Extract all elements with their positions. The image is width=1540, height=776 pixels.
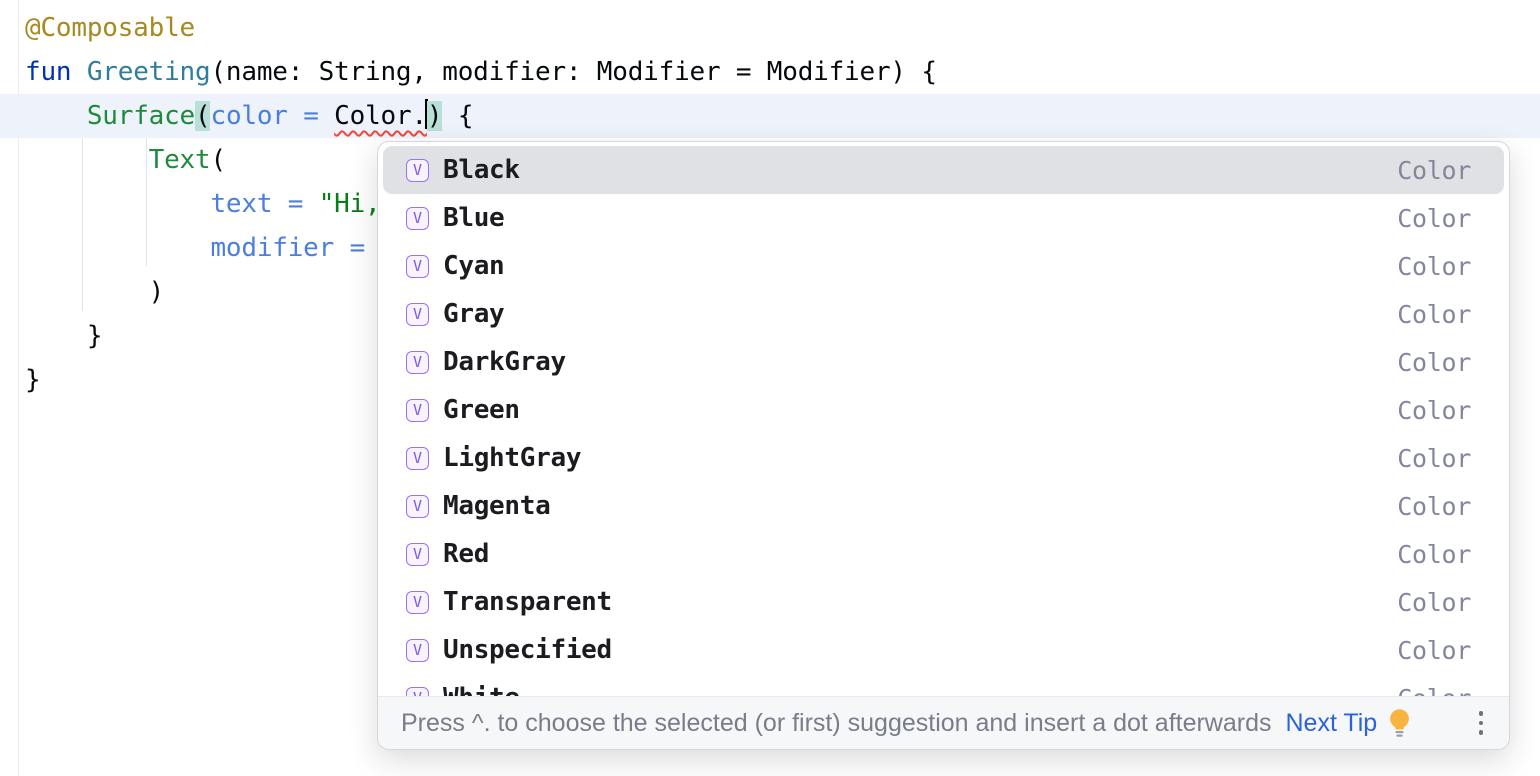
completion-item-transparent[interactable]: V Transparent Color bbox=[383, 578, 1504, 626]
code-token: Color. bbox=[334, 101, 427, 131]
code-token: modifier bbox=[210, 233, 335, 263]
completion-label: DarkGray bbox=[443, 347, 566, 377]
completion-type-label: Color bbox=[1397, 587, 1471, 617]
completion-type-label: Color bbox=[1397, 251, 1471, 281]
code-line[interactable]: } bbox=[0, 358, 1540, 402]
value-kind-icon: V bbox=[406, 494, 429, 518]
completion-item-blue[interactable]: V Blue Color bbox=[383, 194, 1504, 242]
indent-guide bbox=[82, 138, 83, 311]
completion-type-label: Color bbox=[1397, 299, 1471, 329]
code-area: @Composable fun Greeting(name: String, mo… bbox=[0, 6, 1540, 402]
completion-label: Red bbox=[443, 539, 490, 569]
value-kind-icon: V bbox=[406, 254, 429, 278]
code-line[interactable]: Text( bbox=[0, 138, 1540, 182]
code-token: } bbox=[25, 365, 41, 395]
completion-type-label: Color bbox=[1397, 395, 1471, 425]
completion-item-cyan[interactable]: V Cyan Color bbox=[383, 242, 1504, 290]
code-line[interactable]: @Composable bbox=[0, 6, 1540, 50]
code-line[interactable]: modifier = bbox=[0, 226, 1540, 270]
completion-label: Cyan bbox=[443, 251, 505, 281]
code-token: color bbox=[210, 101, 288, 131]
code-token: ( bbox=[195, 101, 211, 131]
more-options-kebab-icon[interactable] bbox=[1473, 707, 1490, 739]
value-kind-icon: V bbox=[406, 638, 429, 662]
code-line[interactable]: text = "Hi, bbox=[0, 182, 1540, 226]
code-token: ) bbox=[25, 277, 165, 307]
code-token: ) bbox=[426, 101, 443, 131]
completion-type-label: Color bbox=[1397, 539, 1471, 569]
completion-type-label: Color bbox=[1397, 347, 1471, 377]
value-kind-icon: V bbox=[406, 590, 429, 614]
completion-label: Blue bbox=[443, 203, 505, 233]
code-token bbox=[288, 101, 303, 131]
value-kind-icon: V bbox=[406, 206, 429, 230]
completion-type-label: Color bbox=[1397, 491, 1471, 521]
code-token: { bbox=[442, 101, 474, 131]
code-token: @Composable bbox=[25, 13, 195, 43]
code-line[interactable]: ) bbox=[0, 270, 1540, 314]
completion-item-lightgray[interactable]: V LightGray Color bbox=[383, 434, 1504, 482]
code-token bbox=[272, 189, 287, 219]
next-tip-link[interactable]: Next Tip bbox=[1285, 708, 1378, 737]
code-token bbox=[334, 233, 349, 263]
code-token bbox=[25, 101, 87, 131]
indent-guide bbox=[146, 138, 147, 266]
completion-item-green[interactable]: V Green Color bbox=[383, 386, 1504, 434]
code-line[interactable]: fun Greeting(name: String, modifier: Mod… bbox=[0, 50, 1540, 94]
code-token: (name: String, modifier: Modifier = Modi… bbox=[210, 57, 937, 87]
completion-item-red[interactable]: V Red Color bbox=[383, 530, 1504, 578]
completion-item-black[interactable]: V Black Color bbox=[383, 146, 1504, 194]
gutter-separator bbox=[18, 0, 19, 776]
code-token: = bbox=[287, 189, 304, 219]
value-kind-icon: V bbox=[406, 542, 429, 566]
completion-label: Black bbox=[443, 155, 520, 185]
code-token: = bbox=[349, 233, 366, 263]
code-token: fun bbox=[25, 57, 87, 87]
code-token: text bbox=[210, 189, 273, 219]
completion-type-label: Color bbox=[1397, 155, 1471, 185]
completion-hint-bar: Press ^. to choose the selected (or firs… bbox=[378, 696, 1509, 749]
value-kind-icon: V bbox=[406, 398, 429, 422]
code-token: = bbox=[303, 101, 319, 131]
code-token: } bbox=[25, 321, 103, 351]
completion-item-unspecified[interactable]: V Unspecified Color bbox=[383, 626, 1504, 674]
value-kind-icon: V bbox=[406, 302, 429, 326]
code-token: ( bbox=[210, 145, 226, 175]
completion-label: Gray bbox=[443, 299, 505, 329]
code-token bbox=[303, 189, 318, 219]
completion-label: Unspecified bbox=[443, 635, 612, 665]
completion-label: Green bbox=[443, 395, 520, 425]
code-token bbox=[319, 101, 334, 131]
completion-item-gray[interactable]: V Gray Color bbox=[383, 290, 1504, 338]
code-token: "Hi, bbox=[318, 189, 381, 219]
completion-label: LightGray bbox=[443, 443, 582, 473]
value-kind-icon: V bbox=[406, 350, 429, 374]
code-token bbox=[25, 233, 210, 263]
completion-type-label: Color bbox=[1397, 203, 1471, 233]
value-kind-icon: V bbox=[406, 446, 429, 470]
code-line[interactable]: } bbox=[0, 314, 1540, 358]
completion-item-darkgray[interactable]: V DarkGray Color bbox=[383, 338, 1504, 386]
code-line[interactable]: Surface(color = Color.) { bbox=[0, 94, 1540, 138]
value-kind-icon: V bbox=[406, 158, 429, 182]
completion-item-magenta[interactable]: V Magenta Color bbox=[383, 482, 1504, 530]
hint-text: Press ^. to choose the selected (or firs… bbox=[401, 708, 1272, 737]
code-token: Greeting bbox=[86, 57, 211, 87]
lightbulb-icon bbox=[1386, 708, 1413, 738]
code-token: Surface bbox=[86, 101, 196, 131]
completion-label: Magenta bbox=[443, 491, 551, 521]
code-token bbox=[25, 189, 210, 219]
completion-label: Transparent bbox=[443, 587, 612, 617]
completion-type-label: Color bbox=[1397, 443, 1471, 473]
code-token: Text bbox=[148, 145, 211, 175]
completion-type-label: Color bbox=[1397, 635, 1471, 665]
code-token bbox=[25, 145, 149, 175]
